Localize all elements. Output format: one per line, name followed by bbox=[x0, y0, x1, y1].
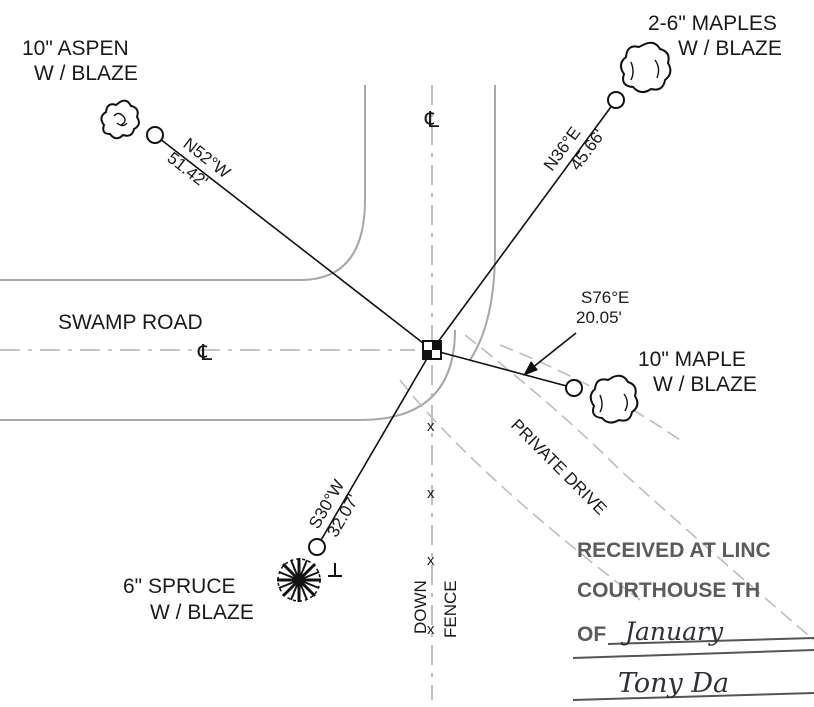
centerline-symbol-crossroad: ℄ bbox=[424, 107, 440, 132]
stamp-line-1: RECEIVED AT LINC bbox=[577, 539, 771, 562]
tree-blaze-spruce: W / BLAZE bbox=[150, 601, 254, 624]
private-drive-edges bbox=[399, 334, 814, 641]
fence-markers: x x x x bbox=[427, 418, 435, 638]
center-lines bbox=[0, 85, 433, 700]
stamp-line-3-prefix: OF bbox=[577, 623, 606, 646]
arrow-head bbox=[523, 361, 538, 376]
svg-text:x: x bbox=[427, 552, 435, 569]
fence-down-label: DOWN bbox=[411, 580, 430, 634]
deciduous-tree-icon bbox=[620, 41, 672, 93]
tie-annotation-maple: S76°E 20.05' bbox=[576, 288, 629, 327]
recording-stamp: RECEIVED AT LINC COURTHOUSE TH OF Januar… bbox=[572, 539, 814, 701]
tree-label-spruce: 6" SPRUCE bbox=[123, 575, 236, 598]
tie-line-maple bbox=[431, 349, 575, 389]
tie-lines bbox=[154, 99, 617, 548]
tree-label-aspen: 10" ASPEN bbox=[22, 37, 129, 60]
bearing-maple: S76°E bbox=[581, 288, 629, 307]
reference-point-marker bbox=[422, 340, 442, 360]
svg-text:x: x bbox=[427, 418, 435, 435]
fence-label: FENCE bbox=[441, 580, 460, 638]
tie-point-spruce bbox=[308, 538, 326, 556]
road-edges bbox=[0, 85, 496, 421]
svg-text:x: x bbox=[427, 485, 435, 502]
conifer-tree-icon bbox=[277, 558, 321, 602]
tie-line-maples bbox=[431, 99, 617, 351]
tie-point-maples bbox=[607, 91, 625, 109]
distance-maple: 20.05' bbox=[576, 308, 622, 327]
road-name: SWAMP ROAD bbox=[58, 311, 203, 334]
tie-annotation-spruce: S30°W 32.07' bbox=[305, 477, 363, 541]
leader-arrow bbox=[526, 332, 577, 373]
deciduous-tree-icon bbox=[589, 374, 639, 424]
signature: Tony Da bbox=[618, 668, 729, 699]
tree-blaze-maple: W / BLAZE bbox=[653, 373, 757, 396]
private-drive-label: PRIVATE DRIVE bbox=[507, 415, 610, 518]
tree-label-maples: 2-6" MAPLES bbox=[648, 12, 777, 35]
stamp-line-2: COURTHOUSE TH bbox=[577, 579, 760, 602]
stamp-month: January bbox=[620, 617, 724, 646]
tree-blaze-maples: W / BLAZE bbox=[678, 37, 782, 60]
svg-text:x: x bbox=[427, 621, 435, 638]
tie-line-aspen bbox=[154, 134, 433, 351]
deciduous-tree-icon bbox=[100, 99, 140, 140]
tie-line-spruce bbox=[316, 349, 433, 548]
benchmark-symbol bbox=[328, 563, 342, 577]
tree-blaze-aspen: W / BLAZE bbox=[34, 62, 138, 85]
tie-point-maple bbox=[565, 379, 583, 397]
tie-point-aspen bbox=[146, 126, 164, 144]
centerline-symbol-road: ℄ bbox=[197, 340, 213, 365]
tree-label-maple: 10" MAPLE bbox=[638, 348, 746, 371]
